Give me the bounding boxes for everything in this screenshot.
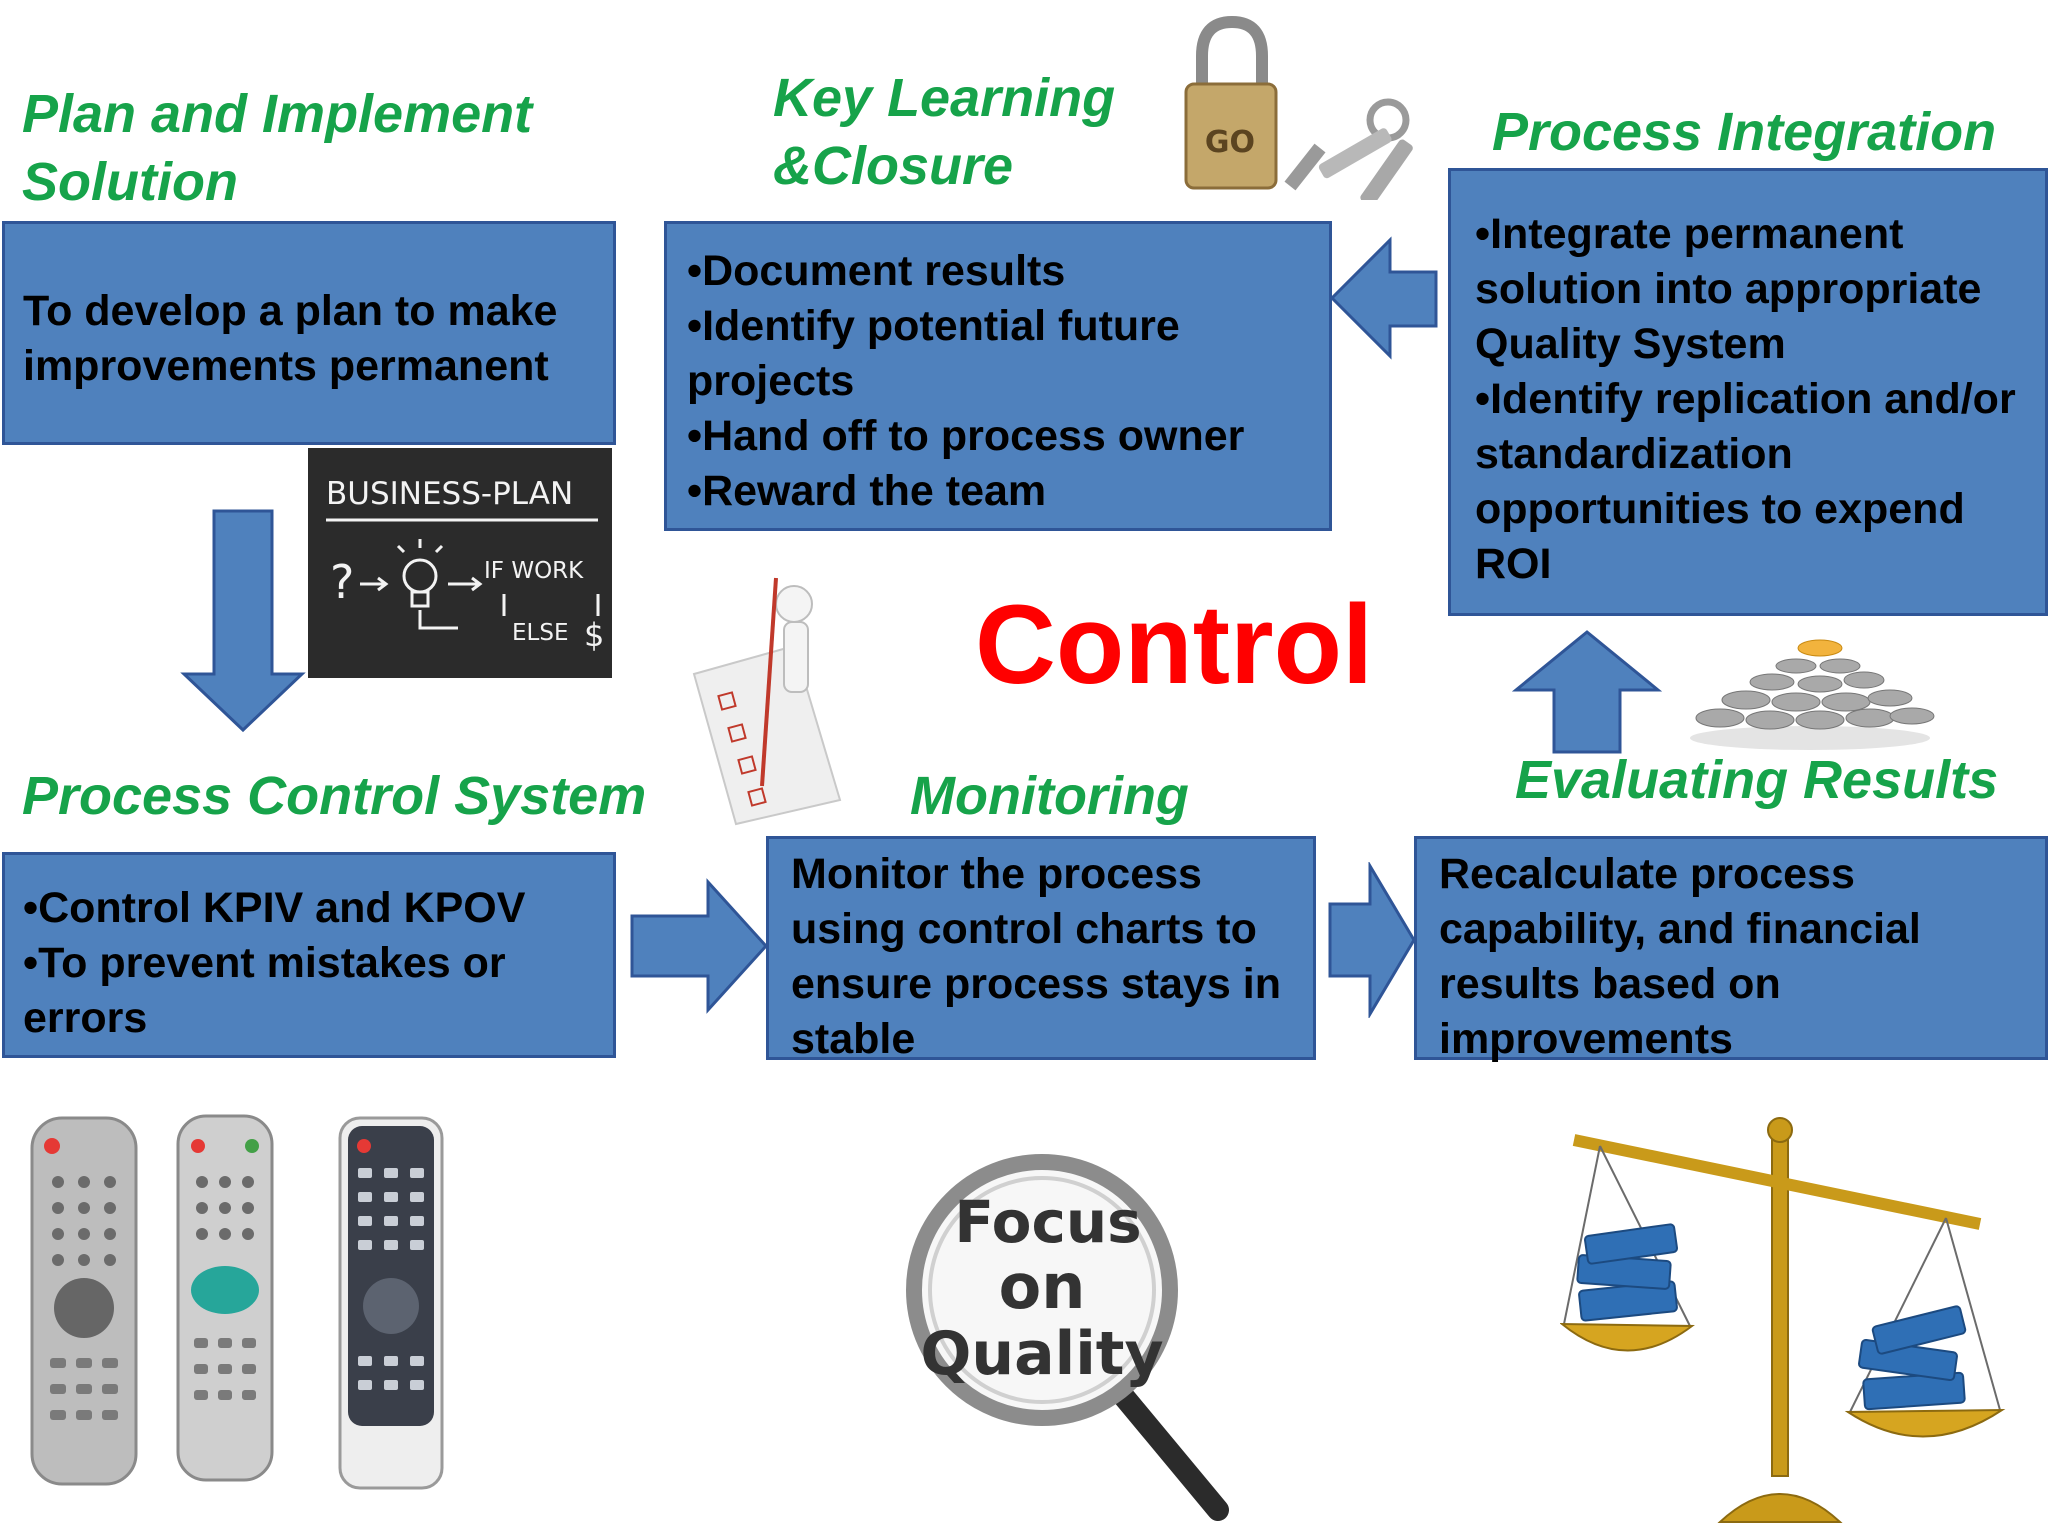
closure-list: Document results Identify potential futu… — [687, 244, 1311, 519]
plan-heading: Plan and Implement Solution — [22, 84, 533, 212]
integration-bullet: Identify replication and/or standardizat… — [1475, 372, 2027, 592]
magnifier-quality: Quality — [920, 1319, 1163, 1389]
keys-icon — [1284, 98, 1413, 200]
monitoring-body: Monitor the process using control charts… — [791, 850, 1281, 1063]
monitoring-heading: Monitoring — [910, 766, 1189, 826]
magnifier-on: on — [999, 1250, 1086, 1323]
closure-bullet: Document results — [687, 244, 1311, 299]
evaluating-heading: Evaluating Results — [1515, 750, 1999, 810]
arrow-up — [1512, 630, 1662, 754]
magnifier-icon: Focus on Quality — [906, 1154, 1229, 1521]
closure-bullet: Reward the team — [687, 464, 1311, 519]
control-system-list: Control KPIV and KPOV To prevent mistake… — [23, 881, 595, 1046]
evaluating-body: Recalculate process capability, and fina… — [1439, 850, 1921, 1063]
closure-bullet: Hand off to process owner — [687, 409, 1311, 464]
magnifier-focus: Focus — [954, 1188, 1141, 1256]
disc-pyramid-icon — [1690, 639, 1935, 750]
chalkboard-title: BUSINESS-PLAN — [326, 476, 573, 512]
control-system-bullet: To prevent mistakes or errors — [23, 936, 595, 1046]
integration-box: Integrate permanent solution into approp… — [1448, 168, 2048, 616]
business-plan-chalkboard: BUSINESS-PLAN ? IF WORK ELSE $ — [308, 448, 612, 678]
arrow-right — [630, 878, 769, 1014]
closure-heading: Key Learning &Closure — [773, 68, 1116, 196]
plan-body: To develop a plan to make improvements p… — [23, 287, 558, 390]
monitoring-box: Monitor the process using control charts… — [766, 836, 1316, 1063]
checklist-figure-icon — [692, 577, 842, 826]
integration-heading: Process Integration — [1492, 102, 1997, 162]
control-system-box: Control KPIV and KPOV To prevent mistake… — [2, 852, 616, 1058]
arrow-left — [1329, 236, 1438, 360]
integration-bullet: Integrate permanent solution into approp… — [1475, 207, 2027, 372]
plan-box: To develop a plan to make improvements p… — [2, 221, 616, 445]
integration-list: Integrate permanent solution into approp… — [1475, 207, 2027, 592]
closure-box: Document results Identify potential futu… — [664, 221, 1332, 531]
balance-scale-icon — [1560, 1117, 2006, 1523]
padlock-icon: GO — [1184, 15, 1278, 190]
arrow-right — [1328, 862, 1416, 1018]
padlock-text: GO — [1205, 125, 1255, 160]
closure-bullet: Identify potential future projects — [687, 299, 1311, 409]
arrow-down — [180, 509, 306, 733]
control-system-heading: Process Control System — [22, 766, 647, 826]
remote-controls-icon — [30, 1114, 444, 1490]
center-title: Control — [975, 582, 1374, 707]
evaluating-box: Recalculate process capability, and fina… — [1414, 836, 2048, 1063]
chalkboard-else: ELSE — [512, 620, 568, 646]
svg-text:?: ? — [330, 555, 354, 609]
control-system-bullet: Control KPIV and KPOV — [23, 881, 595, 936]
chalkboard-if-work: IF WORK — [484, 558, 584, 584]
svg-text:$: $ — [584, 616, 604, 654]
